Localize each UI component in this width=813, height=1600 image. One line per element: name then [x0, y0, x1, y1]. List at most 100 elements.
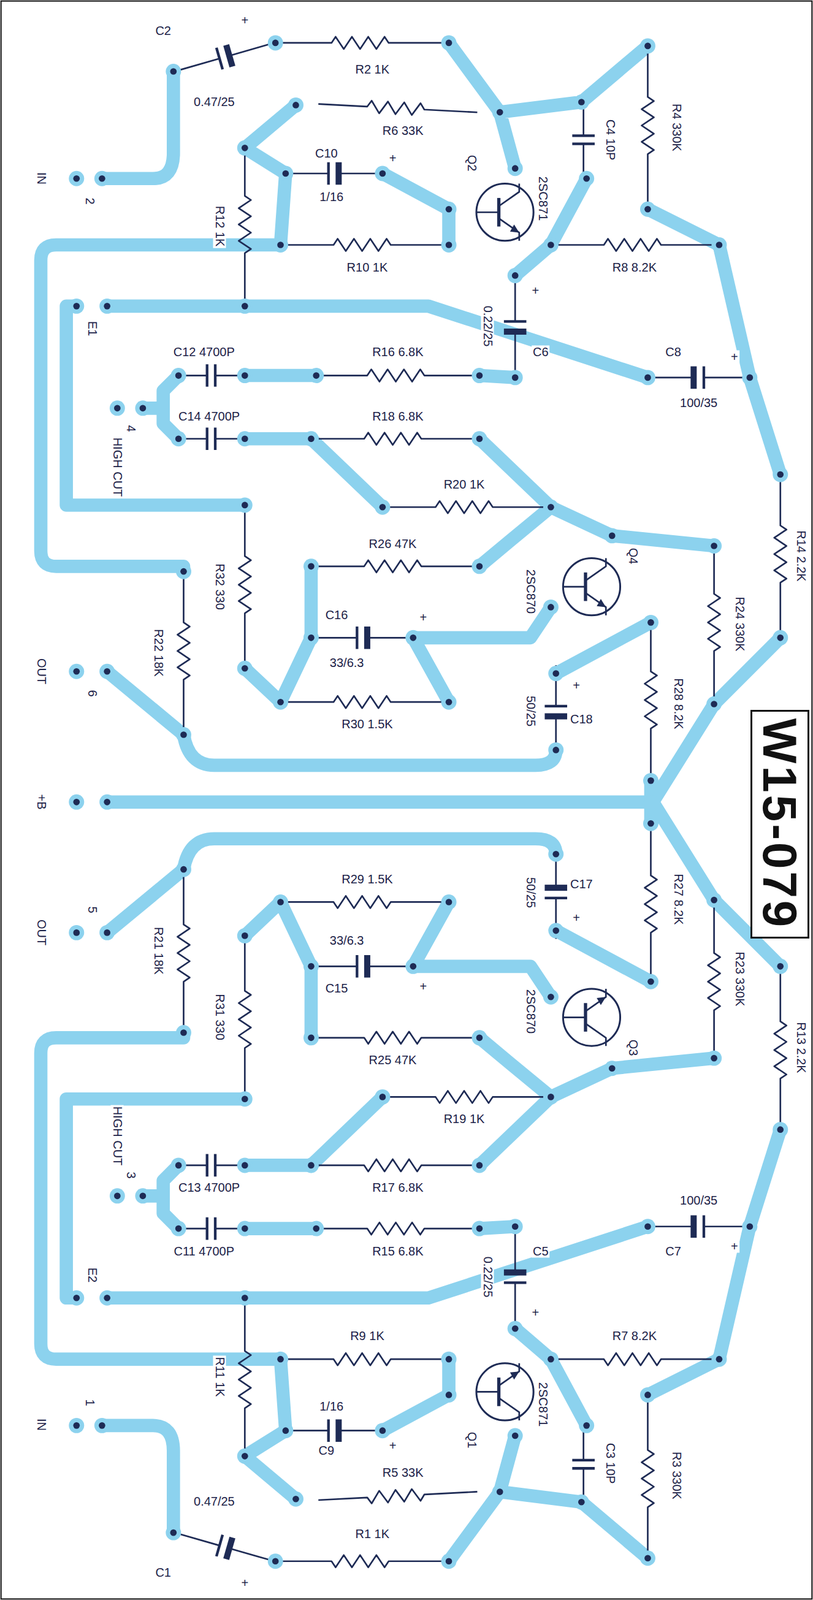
component-label: E1 — [85, 319, 99, 337]
pcb-use — [507, 369, 523, 386]
component-label: R19 1K — [442, 1112, 487, 1126]
component-label: 6 — [85, 689, 99, 699]
component-label: C11 4700P — [172, 1245, 236, 1259]
component-label: R1 1K — [353, 1527, 391, 1541]
pcb-use — [303, 431, 319, 447]
pcb-use — [548, 742, 564, 758]
component-label: R7 8.2K — [611, 1329, 658, 1343]
pcb-use — [237, 367, 253, 384]
component-label: R26 47K — [367, 537, 419, 550]
component-label: + — [388, 151, 398, 165]
pcb-use — [315, 560, 475, 573]
pcb-use — [640, 38, 656, 54]
pcb-use — [316, 626, 409, 650]
pcb-use — [303, 630, 319, 646]
pcb-use — [99, 794, 115, 810]
pcb-use — [544, 665, 568, 758]
pcb-use — [68, 664, 84, 680]
component-label: R23 330K — [733, 950, 747, 1008]
component-label: R28 8.2K — [671, 676, 685, 731]
component-label: R31 330 — [212, 992, 226, 1042]
component-label: C6 — [531, 345, 550, 359]
component-label: R4 330K — [670, 102, 684, 153]
channel-layout-mirror — [41, 801, 789, 1571]
pcb-use — [237, 660, 253, 677]
component-label: +B — [34, 792, 48, 811]
component-label: C13 4700P — [177, 1180, 241, 1194]
pcb-use — [554, 239, 715, 252]
pcb-use — [503, 280, 527, 373]
component-label: R30 1.5K — [340, 717, 394, 731]
component-label: R17 6.8K — [370, 1180, 425, 1194]
pcb-use — [644, 622, 657, 782]
component-label: C1 — [153, 1566, 173, 1580]
component-label: R21 18K — [151, 925, 165, 977]
pcb-use — [237, 140, 253, 156]
pcb-use — [640, 369, 656, 386]
supply-bus — [107, 795, 653, 810]
pcb-use — [441, 34, 457, 51]
pcb-use — [706, 538, 722, 554]
component-label: 1 — [83, 1397, 97, 1408]
component-label: + — [571, 679, 582, 693]
pcb-use — [548, 665, 564, 682]
component-label: C14 4700P — [177, 409, 241, 423]
component-symbols — [177, 33, 787, 782]
component-label: + — [388, 1438, 398, 1452]
component-label: + — [418, 610, 429, 624]
pcb-use — [774, 476, 787, 636]
component-label: C16 — [324, 608, 350, 622]
component-label: R25 47K — [367, 1053, 419, 1067]
pcb-use — [287, 162, 380, 186]
pcb-use — [471, 367, 487, 384]
pcb-use — [711, 237, 727, 253]
pcb-use — [238, 507, 251, 667]
component-label: C7 — [664, 1245, 683, 1259]
pcb-use — [99, 298, 115, 314]
pcb-use — [441, 201, 457, 218]
pcb-use — [308, 367, 324, 384]
pcb-use — [303, 558, 319, 574]
component-label: C9 — [317, 1443, 336, 1457]
pcb-use — [471, 431, 487, 447]
component-label: C12 4700P — [172, 345, 237, 359]
pcb-use — [178, 427, 244, 451]
pcb-use — [374, 499, 390, 516]
board-id-text: W15-079 — [755, 718, 804, 931]
pcb-use — [706, 696, 722, 712]
component-label: IN — [34, 171, 48, 186]
component-label: R15 6.8K — [370, 1245, 425, 1259]
pcb-use — [441, 694, 457, 710]
pcb-use — [573, 94, 590, 110]
component-label: 33/6.3 — [328, 933, 366, 947]
board-id-text-group: W15-079 — [755, 718, 804, 931]
component-label: HIGH CUT — [110, 436, 124, 499]
pcb-use — [772, 630, 788, 646]
solder-pads — [68, 34, 788, 788]
pcb-use — [171, 431, 187, 447]
component-label: 50/25 — [524, 694, 538, 728]
component-label: + — [530, 284, 541, 298]
component-label: 0.22/25 — [481, 304, 495, 349]
pcb-use — [282, 36, 443, 50]
pcb-use — [708, 545, 721, 705]
component-label: 2SC871 — [536, 1381, 550, 1428]
component-label: Q3 — [625, 1038, 639, 1058]
component-label: 3 — [123, 1170, 137, 1180]
component-label: R11 1K — [212, 1355, 226, 1398]
component-label: IN — [34, 1417, 48, 1433]
pcb-use — [175, 564, 192, 580]
component-label: C18 — [568, 712, 595, 726]
component-label: R9 1K — [348, 1329, 386, 1343]
component-label: 50/25 — [524, 876, 538, 910]
component-label: C17 — [568, 877, 595, 891]
pcb-use — [109, 400, 126, 416]
board-id-box: W15-079 — [750, 709, 810, 939]
pcb-use — [237, 497, 253, 513]
component-label: OUT — [34, 918, 48, 947]
component-label: R10 1K — [345, 260, 390, 274]
component-label: Q1 — [464, 1431, 478, 1451]
